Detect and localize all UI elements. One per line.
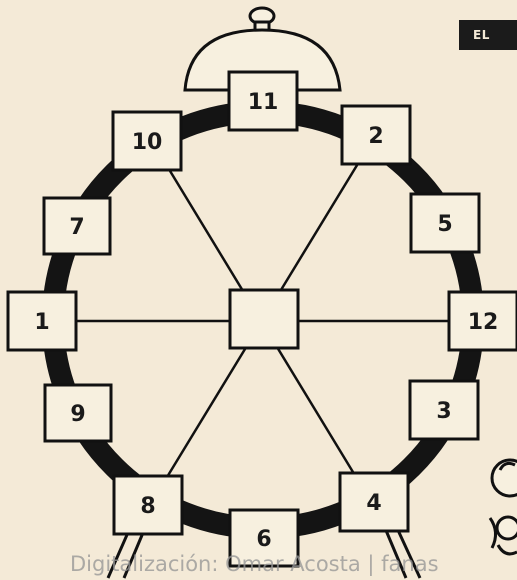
number-cell-label: 10	[132, 130, 163, 155]
number-cell-right-low[interactable]: 3	[410, 381, 478, 439]
number-cell-right[interactable]: 12	[449, 292, 517, 350]
number-cell-label: 2	[368, 124, 383, 149]
watermark-text: Digitalización: Omar Acosta | fanas	[70, 552, 517, 576]
number-cell-left-high[interactable]: 7	[44, 198, 110, 254]
number-cell-upper-right[interactable]: 2	[342, 106, 410, 164]
number-cell-left[interactable]: 1	[8, 292, 76, 350]
number-cell-lower-right[interactable]: 4	[340, 473, 408, 531]
number-cell-right-high[interactable]: 5	[411, 194, 479, 252]
number-cell-left-low[interactable]: 9	[45, 385, 111, 441]
number-cell-label: 5	[437, 212, 452, 237]
number-cell-label: 12	[468, 310, 499, 335]
number-cell-label: 8	[140, 494, 155, 519]
number-cell-top[interactable]: 11	[229, 72, 297, 130]
number-cell-label: 11	[248, 90, 279, 115]
number-cell-label: 6	[256, 527, 271, 552]
cartoon-figure	[490, 460, 517, 554]
number-cell-upper-left[interactable]: 10	[113, 112, 181, 170]
number-cell-label: 7	[69, 215, 84, 240]
number-cell-label: 9	[70, 402, 85, 427]
number-cell-label: 4	[366, 491, 381, 516]
center-cell[interactable]	[230, 290, 298, 348]
number-cell-lower-left[interactable]: 8	[114, 476, 182, 534]
number-cell-label: 3	[436, 399, 451, 424]
number-cell-label: 1	[34, 310, 49, 335]
section-tag: EL	[459, 20, 517, 50]
